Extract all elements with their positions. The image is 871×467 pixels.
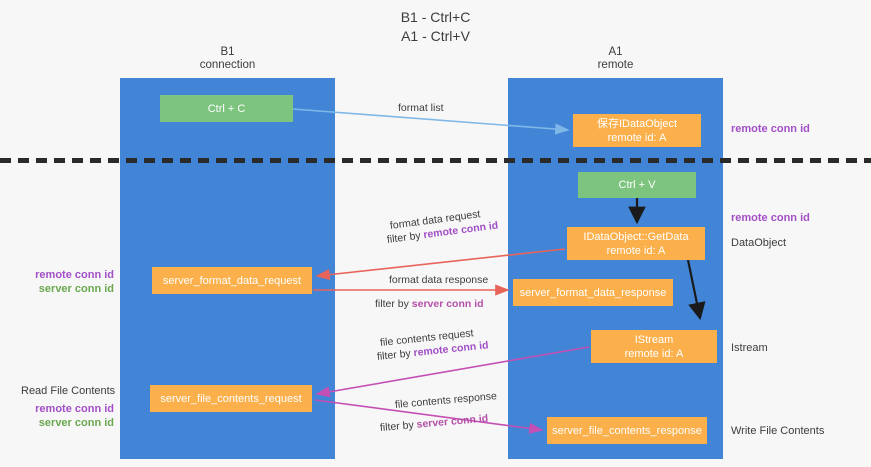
box-save-idataobject-title: 保存IDataObject	[596, 117, 678, 130]
label-left-conn-ids-bottom: remote conn id server conn id	[14, 402, 114, 430]
box-istream[interactable]: IStream remote id: A	[591, 330, 717, 363]
label-left-server-conn-id-mid: server conn id	[38, 283, 114, 295]
box-server-file-contents-response-label: server_file_contents_response	[552, 424, 702, 437]
label-dataobject: DataObject	[731, 237, 787, 249]
arrow-label-format-data-response-filter: filter by server conn id	[375, 297, 484, 311]
box-save-idataobject-subtitle: remote id: A	[607, 131, 667, 144]
arrow-label-format-data-response: format data response	[389, 274, 489, 286]
lane-header-a1-line2: remote	[597, 59, 634, 71]
label-read-file-contents: Read File Contents	[21, 385, 116, 397]
box-ctrl-c[interactable]: Ctrl + C	[160, 95, 293, 122]
box-idataobject-getdata-subtitle: remote id: A	[606, 244, 666, 257]
filter-prefix: filter by	[379, 418, 418, 434]
label-write-file-contents: Write File Contents	[731, 425, 825, 437]
arrow-label-file-contents-response-filter: filter by server conn id	[379, 412, 488, 435]
title-line-2: A1 - Ctrl+V	[401, 28, 470, 44]
arrow-label-format-list: format list	[398, 102, 444, 114]
lane-header-b1-line2: connection	[199, 59, 256, 71]
filter-key-server-conn-id: server conn id	[411, 298, 484, 310]
label-remote-conn-id-mid: remote conn id	[731, 212, 810, 224]
box-server-format-data-response-label: server_format_data_response	[519, 286, 667, 299]
title-line-1: B1 - Ctrl+C	[400, 9, 471, 25]
label-istream: Istream	[731, 342, 768, 354]
box-idataobject-getdata[interactable]: IDataObject::GetData remote id: A	[567, 227, 705, 260]
diagram-title: B1 - Ctrl+C A1 - Ctrl+V	[0, 8, 871, 46]
box-server-format-data-request[interactable]: server_format_data_request	[152, 267, 312, 294]
box-server-format-data-request-label: server_format_data_request	[162, 274, 302, 287]
label-left-remote-conn-id-bottom: remote conn id	[35, 403, 114, 415]
box-save-idataobject[interactable]: 保存IDataObject remote id: A	[573, 114, 701, 147]
box-ctrl-c-label: Ctrl + C	[207, 102, 246, 115]
box-istream-title: IStream	[634, 333, 674, 346]
arrow-label-file-contents-response: file contents response	[394, 390, 498, 411]
box-server-file-contents-request[interactable]: server_file_contents_request	[150, 385, 312, 412]
box-server-file-contents-request-label: server_file_contents_request	[160, 392, 302, 405]
box-istream-subtitle: remote id: A	[624, 347, 684, 360]
box-server-format-data-response[interactable]: server_format_data_response	[513, 279, 673, 306]
section-divider	[0, 158, 871, 163]
filter-prefix: filter by	[386, 229, 425, 246]
box-idataobject-getdata-title: IDataObject::GetData	[583, 230, 689, 243]
lane-header-b1-line1: B1	[220, 46, 235, 58]
label-remote-conn-id-top: remote conn id	[731, 123, 810, 135]
filter-key-server-conn-id: server conn id	[416, 412, 489, 431]
label-left-conn-ids-mid: remote conn id server conn id	[14, 268, 114, 296]
label-left-remote-conn-id-mid: remote conn id	[35, 269, 114, 281]
box-server-file-contents-response[interactable]: server_file_contents_response	[547, 417, 707, 444]
lane-header-a1: A1 remote	[508, 46, 723, 72]
lane-header-b1: B1 connection	[120, 46, 335, 72]
label-left-server-conn-id-bottom: server conn id	[38, 417, 114, 429]
filter-prefix: filter by	[375, 298, 412, 310]
lane-header-a1-line1: A1	[608, 46, 623, 58]
box-ctrl-v-label: Ctrl + V	[618, 179, 656, 191]
box-ctrl-v[interactable]: Ctrl + V	[578, 172, 696, 198]
filter-prefix: filter by	[376, 347, 415, 363]
